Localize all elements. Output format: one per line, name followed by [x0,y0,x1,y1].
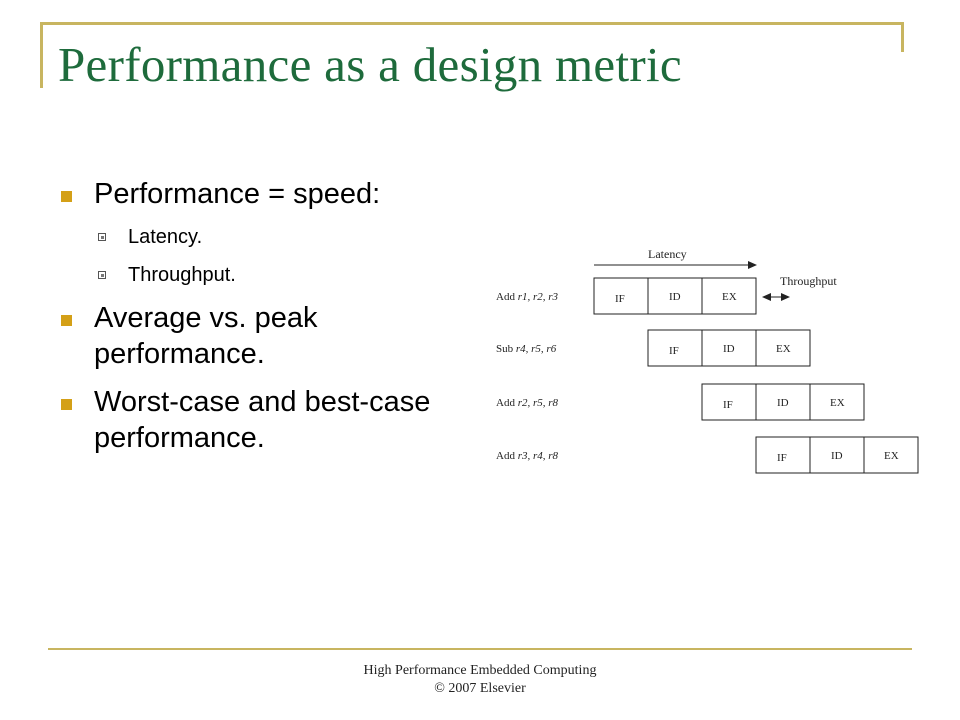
throughput-label: Throughput [780,274,837,288]
stage-id: ID [777,397,789,409]
instruction-op: Sub r4, r5, r6 [496,343,557,355]
instruction-row: Add r1, r2, r3 IF ID EX [496,277,757,315]
instruction-row: Add r2, r5, r8 IF ID EX [496,383,865,421]
stage-id: ID [723,343,735,355]
instruction-row: Sub r4, r5, r6 IF ID EX [496,329,811,367]
stage-if: IF [777,452,787,464]
stage-if: IF [615,293,625,305]
bullet-item: Performance = speed: [58,176,458,212]
latency-label: Latency [648,247,687,261]
bullet-item: Average vs. peak performance. [58,300,458,372]
frame-left-line [40,22,43,88]
sub-bullet-text: Latency. [128,226,203,248]
pipeline-box [701,383,865,421]
bullet-text: Performance = speed: [94,178,381,210]
stage-if: IF [723,399,733,411]
stage-ex: EX [830,397,845,409]
stage-ex: EX [884,450,899,462]
footer-divider [48,648,912,650]
hollow-square-bullet-icon [98,271,106,279]
frame-right-tick [901,22,904,52]
pipeline-box [755,436,919,474]
square-bullet-icon [61,191,72,202]
hollow-square-bullet-icon [98,233,106,241]
pipeline-box [593,277,757,315]
square-bullet-icon [61,399,72,410]
bullet-item: Worst-case and best-case performance. [58,384,458,456]
bullet-text: Worst-case and best-case performance. [94,386,431,454]
pipeline-diagram: Latency Throughput Add r1, r2, r3 IF ID … [496,247,919,474]
stage-ex: EX [722,291,737,303]
footer-copyright: © 2007 Elsevier [434,681,526,696]
bullet-text: Average vs. peak performance. [94,302,318,370]
sub-bullet-item: Throughput. [58,262,458,288]
sub-bullet-item: Latency. [58,224,458,250]
slide-title: Performance as a design metric [58,37,682,92]
stage-ex: EX [776,343,791,355]
footer: High Performance Embedded Computing © 20… [0,662,960,698]
sub-bullet-text: Throughput. [128,264,236,286]
square-bullet-icon [61,315,72,326]
latency-arrowhead-icon [748,261,757,269]
throughput-arrowhead-right-icon [781,293,790,301]
bullet-list: Performance = speed: Latency. Throughput… [58,176,458,468]
instruction-op: Add r2, r5, r8 [496,397,559,409]
stage-id: ID [831,450,843,462]
stage-if: IF [669,345,679,357]
instruction-row: Add r3, r4, r8 IF ID EX [496,436,919,474]
stage-id: ID [669,291,681,303]
frame-top-line [40,22,904,25]
throughput-arrowhead-left-icon [762,293,771,301]
instruction-op: Add r3, r4, r8 [496,450,559,462]
pipeline-box [647,329,811,367]
footer-book-title: High Performance Embedded Computing [363,663,597,678]
instruction-op: Add r1, r2, r3 [496,291,559,303]
